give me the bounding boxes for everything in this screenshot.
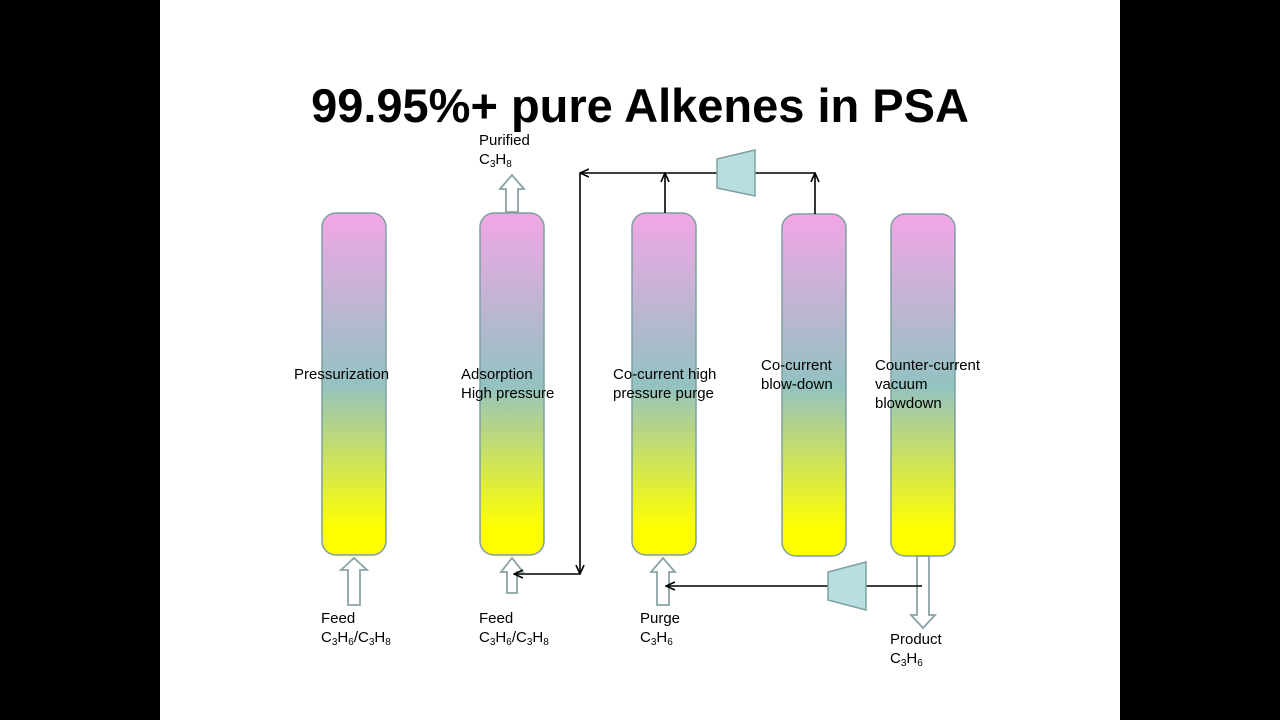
bottom-compressor <box>827 561 867 611</box>
stream-formula: C3H6 <box>640 628 680 649</box>
formula-symbol: C <box>321 629 332 646</box>
formula-symbol: C <box>479 629 490 646</box>
label-line: blowdown <box>875 395 942 412</box>
formula-subscript: 6 <box>348 637 354 648</box>
label-adsorption: Adsorption High pressure <box>461 365 554 403</box>
formula-subscript: 3 <box>900 658 907 669</box>
formula-symbol: H <box>495 629 507 646</box>
formula-subscript: 3 <box>489 637 496 648</box>
label-cocurrent-blowdown: Co-current blow-down <box>761 356 833 394</box>
label-line: pressure purge <box>613 385 714 402</box>
label-line: vacuum <box>875 376 928 393</box>
formula-subscript: 6 <box>506 637 512 648</box>
formula-subscript: 3 <box>526 637 533 648</box>
label-line: Co-current <box>761 357 832 374</box>
formula-symbol: H <box>906 650 918 667</box>
feed-arrow-1 <box>338 556 370 606</box>
label-countercurrent-vacuum: Counter-current vacuum blowdown <box>875 356 980 413</box>
formula-subscript: 3 <box>650 637 657 648</box>
stream-name: Feed <box>479 610 514 627</box>
stream-formula: C3H6 <box>890 649 942 670</box>
formula-symbol: H <box>495 151 507 168</box>
purified-arrow <box>498 173 526 213</box>
label-line: Co-current high <box>613 366 717 383</box>
feed-arrow-2 <box>499 556 525 594</box>
stream-purified: Purified C3H8 <box>479 131 530 171</box>
stream-feed-2: Feed C3H6/C3H8 <box>479 609 549 649</box>
formula-subscript: 6 <box>917 658 923 669</box>
label-line: High pressure <box>461 385 555 402</box>
formula-symbol: H <box>374 629 386 646</box>
label-line: blow-down <box>761 376 833 393</box>
label-line: Counter-current <box>875 357 981 374</box>
stream-formula: C3H8 <box>479 150 530 171</box>
stream-name: Feed <box>321 610 356 627</box>
stream-product: Product C3H6 <box>890 630 942 670</box>
slide-title: 99.95%+ pure Alkenes in PSA <box>311 79 969 132</box>
formula-symbol: H <box>532 629 544 646</box>
label-pressurization: Pressurization <box>294 365 389 384</box>
stream-formula: C3H6/C3H8 <box>321 628 391 649</box>
column-adsorption <box>479 212 545 556</box>
label-line: Adsorption <box>461 366 533 383</box>
formula-symbol: /C <box>353 629 369 646</box>
formula-subscript: 3 <box>368 637 375 648</box>
column-cocurrent-blowdown <box>781 213 847 557</box>
product-arrow <box>908 555 938 630</box>
column-pressurization <box>321 212 387 556</box>
stream-name: Purge <box>640 610 681 627</box>
stream-purge: Purge C3H6 <box>640 609 680 649</box>
formula-subscript: 3 <box>331 637 338 648</box>
formula-symbol: C <box>640 629 651 646</box>
formula-symbol: C <box>479 151 490 168</box>
formula-symbol: H <box>656 629 668 646</box>
stream-name: Purified <box>479 132 530 149</box>
formula-subscript: 6 <box>667 637 673 648</box>
stream-name: Product <box>890 631 942 648</box>
label-cocurrent-purge: Co-current high pressure purge <box>613 365 716 403</box>
formula-subscript: 8 <box>385 637 391 648</box>
formula-subscript: 3 <box>489 159 496 170</box>
column-cocurrent-purge <box>631 212 697 556</box>
formula-subscript: 8 <box>506 159 512 170</box>
label-line: Pressurization <box>294 366 390 383</box>
stream-feed-1: Feed C3H6/C3H8 <box>321 609 391 649</box>
formula-symbol: C <box>890 650 901 667</box>
formula-symbol: /C <box>511 629 527 646</box>
formula-symbol: H <box>337 629 349 646</box>
purge-arrow <box>649 556 677 606</box>
top-compressor <box>716 149 756 197</box>
stream-formula: C3H6/C3H8 <box>479 628 549 649</box>
formula-subscript: 8 <box>543 637 549 648</box>
